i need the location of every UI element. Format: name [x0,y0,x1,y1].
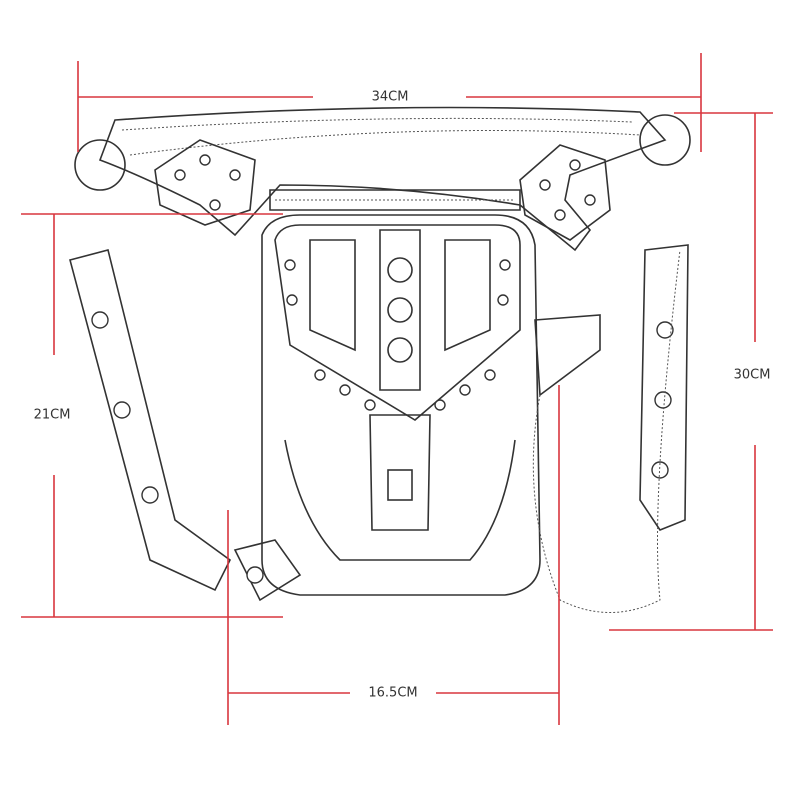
dimension-bottom-16-5cm [227,385,560,725]
dimension-right-30cm [609,112,773,631]
dimension-top-34cm [77,53,702,152]
dimension-left-21cm [21,213,283,618]
bag-illustration [69,106,691,613]
width-top-label: 34CM [371,89,409,105]
width-bottom-label: 16.5CM [368,685,418,701]
height-right-label: 30CM [733,367,771,383]
height-left-label: 21CM [33,407,71,423]
